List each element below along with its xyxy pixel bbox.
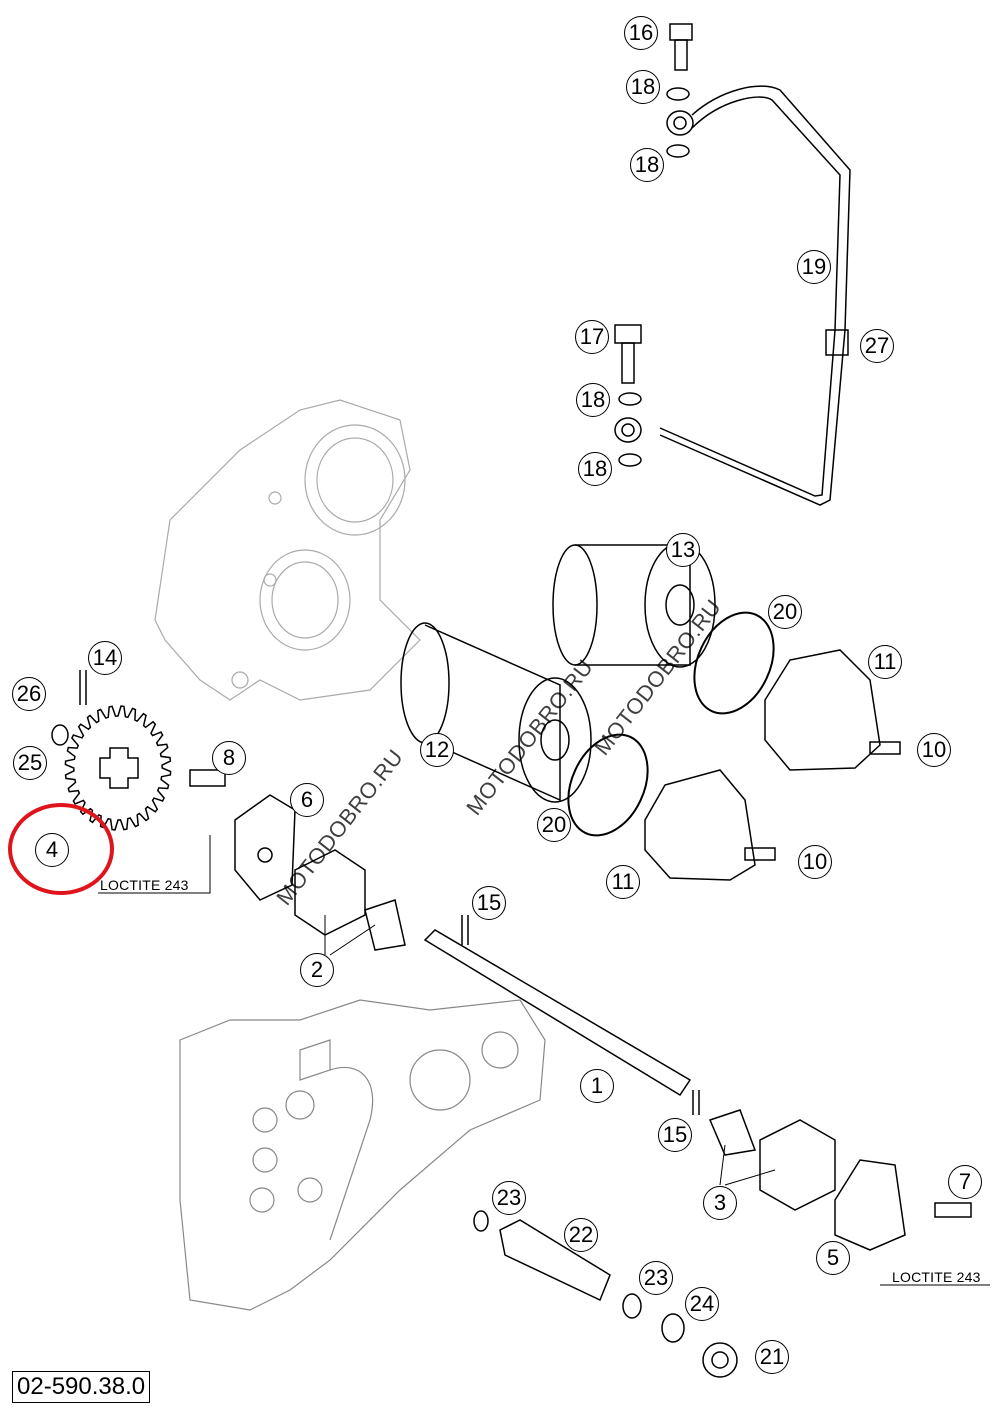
callout-part-15: 15 [472, 886, 506, 920]
loctite-label-right: LOCTITE 243 [892, 1269, 981, 1285]
small-parts [51, 670, 972, 1378]
callout-part-26: 26 [12, 677, 46, 711]
callout-part-20: 20 [537, 808, 571, 842]
o-rings [567, 611, 775, 837]
callout-part-16: 16 [624, 16, 658, 50]
callout-part-10: 10 [798, 845, 832, 879]
callout-part-15: 15 [658, 1118, 692, 1152]
callout-part-17: 17 [575, 320, 609, 354]
callout-part-2: 2 [300, 953, 334, 987]
loctite-label-left: LOCTITE 243 [100, 877, 189, 893]
callout-part-19: 19 [797, 250, 831, 284]
callout-part-13: 13 [666, 533, 700, 567]
callout-part-23: 23 [639, 1261, 673, 1295]
engine-case-lower [179, 999, 546, 1311]
callout-part-24: 24 [685, 1287, 719, 1321]
callout-part-18: 18 [578, 452, 612, 486]
callout-part-27: 27 [860, 329, 894, 363]
callout-part-18: 18 [630, 148, 664, 182]
callout-part-23: 23 [492, 1181, 526, 1215]
leader-lines [98, 835, 990, 1286]
callout-part-6: 6 [290, 783, 324, 817]
callout-part-18: 18 [576, 383, 610, 417]
callout-part-25: 25 [13, 746, 47, 780]
oil-line-assembly [614, 23, 851, 506]
callout-part-11: 11 [868, 645, 902, 679]
callout-part-21: 21 [755, 1340, 789, 1374]
engine-case-upper [154, 399, 421, 701]
oil-pump-gear [64, 705, 172, 831]
callout-part-22: 22 [564, 1218, 598, 1252]
callout-part-1: 1 [580, 1069, 614, 1103]
callout-part-18: 18 [626, 70, 660, 104]
callout-part-12: 12 [420, 733, 454, 767]
callout-part-3: 3 [703, 1186, 737, 1220]
callout-part-7: 7 [948, 1165, 982, 1199]
filter-covers [644, 649, 901, 881]
callout-part-20: 20 [768, 595, 802, 629]
highlight-circle-part-4 [8, 803, 114, 895]
callout-part-4: 4 [35, 833, 69, 867]
callout-part-14: 14 [88, 641, 122, 675]
callout-part-11: 11 [606, 865, 640, 899]
callout-part-5: 5 [816, 1241, 850, 1275]
callout-part-10: 10 [917, 733, 951, 767]
callout-part-8: 8 [212, 741, 246, 775]
drawing-number: 02-590.38.0 [12, 1371, 151, 1403]
